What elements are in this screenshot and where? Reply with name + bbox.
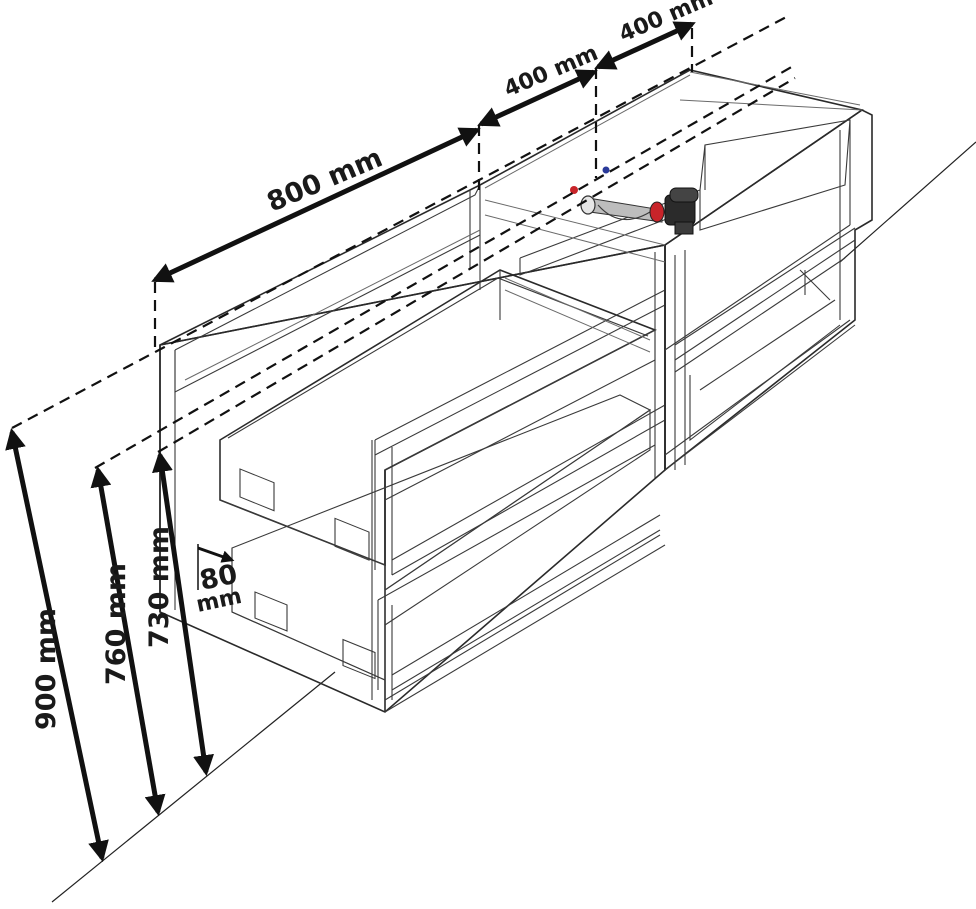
- drawer-upper-left: [219, 269, 666, 576]
- cabinet-inner-rails: [184, 71, 863, 381]
- label-730mm: 730 mm: [144, 526, 175, 648]
- dim-arrow-400-mid: [477, 69, 598, 127]
- cabinet-left-unit: [159, 69, 864, 713]
- label-760mm: 760 mm: [101, 563, 132, 685]
- drawer-lower-left: [231, 394, 666, 713]
- water-valves: [570, 166, 610, 194]
- blue-valve-icon: [602, 166, 610, 174]
- siphon-pipe: [580, 187, 699, 235]
- dim-arrow-730: [152, 450, 214, 777]
- label-900mm: 900 mm: [31, 608, 62, 730]
- dashed-guides: [11, 14, 796, 469]
- floor-line: [51, 141, 976, 903]
- cabinet-right-unit: [519, 109, 873, 472]
- label-gap-value: 80: [197, 559, 240, 597]
- dim-arrow-400-right: [594, 21, 696, 70]
- red-valve-icon: [570, 186, 578, 194]
- dim-arrow-760: [90, 465, 166, 817]
- dim-arrow-900: [5, 427, 109, 863]
- gap-marker: [197, 544, 235, 590]
- dim-arrow-800: [151, 127, 481, 283]
- label-400mm-right: 400 mm: [616, 0, 717, 48]
